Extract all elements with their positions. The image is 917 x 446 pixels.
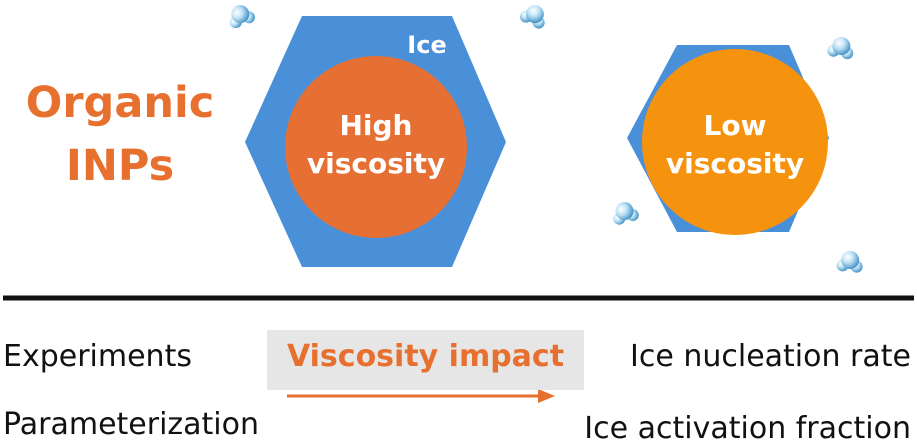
viscosity-impact-label: Viscosity impact [286,339,565,374]
parameterization-label: Parameterization [3,407,260,442]
ice-label: Ice [407,31,447,59]
experiments-label: Experiments [3,339,192,374]
water-molecule-icon [229,5,255,29]
low-viscosity-label: viscosity [665,147,805,180]
water-molecule-icon [836,251,863,273]
low-viscosity-core [642,49,828,235]
water-molecule-icon [827,37,854,60]
title-line-1: Organic [25,78,215,128]
viscosity-impact-box [267,330,584,390]
high-viscosity-label: viscosity [306,147,446,180]
low-label: Low [703,109,767,142]
high-label: High [339,109,413,142]
high-viscosity-core [285,56,467,238]
water-molecule-icon [613,202,639,225]
arrow-head-icon [538,389,555,403]
ice-activation-fraction-label: Ice activation fraction [584,411,911,446]
title-line-2: INPs [65,141,175,191]
ice-nucleation-rate-label: Ice nucleation rate [630,339,911,374]
water-molecule-icon [519,5,545,29]
